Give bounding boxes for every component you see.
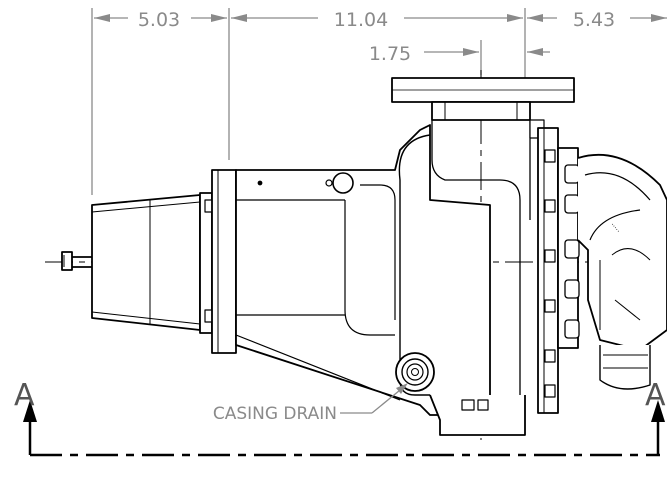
section-mark-left: A [14, 378, 35, 413]
callout-arrowhead [396, 383, 408, 394]
section-arrow-left-head [23, 400, 37, 422]
casing-drain-label: CASING DRAIN [213, 404, 337, 424]
casing-drain-callout: CASING DRAIN [213, 383, 408, 424]
suction-elbow: ····· [577, 154, 667, 390]
casing-drain-plug [395, 352, 435, 392]
frame-flange [199, 169, 248, 354]
dim-value-11-04: 11.04 [334, 9, 388, 31]
bearing-frame [91, 194, 201, 331]
dim-value-1-75: 1.75 [369, 43, 411, 65]
adapter-bracket [235, 124, 491, 416]
pump-linework: ····· [61, 77, 667, 436]
casing-volute [398, 134, 526, 436]
suction-hub [557, 147, 580, 349]
section-arrow-right-head [651, 400, 665, 422]
dim-value-5-43: 5.43 [573, 9, 615, 31]
shaft [61, 251, 92, 271]
cover-plate [537, 127, 559, 414]
dim-value-5-03: 5.03 [138, 9, 180, 31]
section-mark-right: A [645, 378, 666, 413]
discharge-nozzle [391, 77, 575, 220]
dimension-lines [91, 8, 667, 195]
dimension-values: 5.03 11.04 5.43 1.75 [138, 9, 615, 65]
section-cut-line: A A [14, 378, 666, 457]
